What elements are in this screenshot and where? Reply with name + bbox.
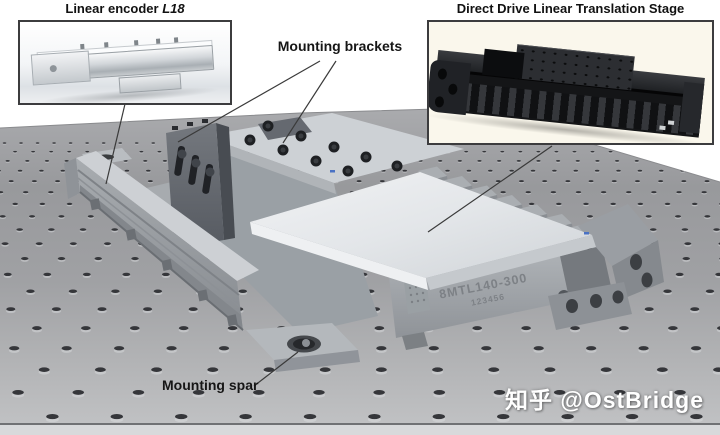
encoder-illustration bbox=[28, 31, 224, 103]
mounting-brackets-label: Mounting brackets bbox=[277, 38, 403, 54]
watermark-site: 知乎 bbox=[505, 387, 553, 413]
stage-inset-photo bbox=[427, 20, 714, 145]
chain-bend bbox=[429, 59, 472, 116]
stage-inset-title: Direct Drive Linear Translation Stage bbox=[456, 1, 685, 16]
stage-illustration bbox=[429, 44, 706, 143]
leader-bracket-right bbox=[282, 60, 337, 144]
mounting-spar-label: Mounting spar bbox=[162, 377, 259, 393]
stage-assembly: 8MTL140-300 123456 bbox=[64, 113, 664, 372]
leader-encoder bbox=[105, 103, 126, 185]
logo-mark bbox=[330, 170, 335, 173]
logo-mark bbox=[584, 232, 589, 235]
encoder-model-text: L18 bbox=[162, 1, 185, 16]
table-front-edge bbox=[0, 423, 720, 425]
leader-lines bbox=[105, 60, 553, 387]
encoder-title-text: Linear encoder bbox=[65, 1, 159, 16]
watermark: 知乎 @OstBridge bbox=[505, 381, 704, 415]
stage-platform bbox=[250, 172, 596, 290]
rear-mounting-plate bbox=[204, 113, 464, 194]
leader-bracket-left bbox=[177, 60, 321, 143]
socket-screws bbox=[244, 120, 403, 177]
table-front-face bbox=[0, 425, 720, 435]
encoder-inset-title: Linear encoder L18 bbox=[18, 1, 232, 16]
linear-encoder-rail bbox=[64, 148, 259, 331]
mounting-spar-foot bbox=[246, 323, 360, 372]
watermark-handle: @OstBridge bbox=[560, 387, 704, 413]
leader-spar bbox=[253, 351, 299, 387]
leader-stage bbox=[427, 145, 553, 233]
stage-foot bbox=[402, 332, 428, 350]
rail-clamps bbox=[89, 198, 238, 327]
encoder-inset-photo bbox=[18, 20, 232, 105]
